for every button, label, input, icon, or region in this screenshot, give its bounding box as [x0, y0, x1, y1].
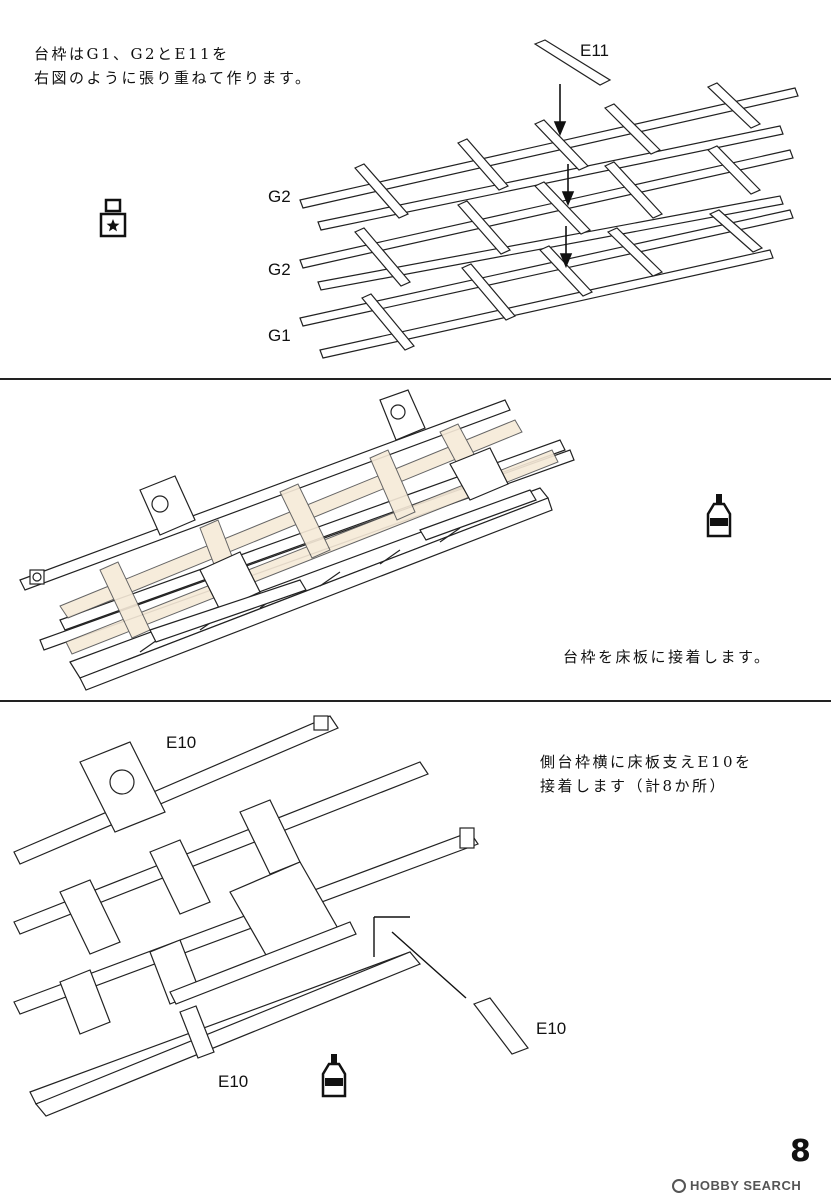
- part-label-e10-top: E10: [166, 733, 197, 752]
- step1-instruction-line1: 台枠はG1、G2とE11を: [34, 45, 230, 63]
- watermark: HOBBY SEARCH: [672, 1178, 801, 1193]
- page-number: 8: [790, 1134, 811, 1169]
- frame-on-floor-diagram: [19, 389, 575, 691]
- layer-label-g1: G1: [268, 326, 291, 345]
- step1-instruction-line2: 右図のように張り重ねて作ります。: [34, 69, 313, 87]
- watermark-text: HOBBY SEARCH: [690, 1178, 802, 1193]
- glue-bottle-icon-step3: [321, 1054, 347, 1098]
- step3-instruction-line1: 側台枠横に床板支えE10を: [540, 753, 753, 771]
- section-divider-2: [0, 700, 831, 702]
- layer-label-g2-middle: G2: [268, 260, 291, 279]
- step3-instruction-line2: 接着します（計8か所）: [540, 777, 728, 795]
- floor-support-detail-diagram: [13, 715, 529, 1117]
- glue-bottle-icon: [706, 494, 732, 538]
- part-label-e10-right: E10: [536, 1019, 567, 1038]
- glue-star-icon: [99, 198, 127, 238]
- step2-instruction: 台枠を床板に接着します。: [563, 648, 772, 666]
- frame-layers-diagram: [299, 39, 799, 359]
- hobby-search-logo-icon: [672, 1178, 686, 1193]
- part-label-e10-bottom: E10: [218, 1072, 249, 1091]
- section-divider-1: [0, 378, 831, 380]
- layer-label-g2-top: G2: [268, 187, 291, 206]
- part-label-e11: E11: [580, 41, 609, 60]
